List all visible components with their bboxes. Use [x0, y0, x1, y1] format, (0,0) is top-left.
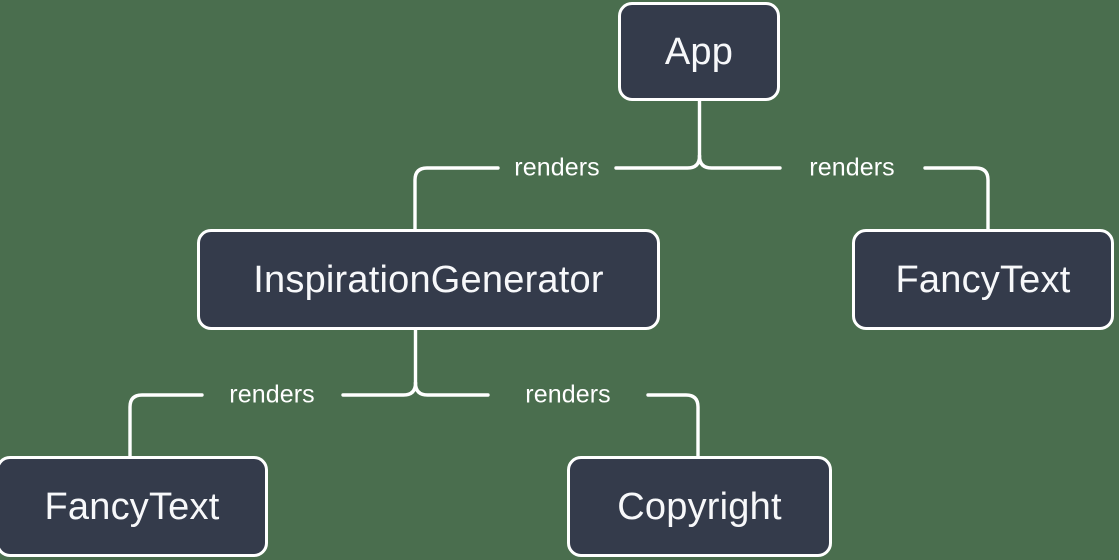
edge-ig-to-copyright-left — [413, 381, 490, 397]
edge-app-to-inspirationgenerator-segment — [413, 166, 500, 231]
edge-app-to-fancytext-segment — [923, 166, 990, 231]
edge-app-to-fancytext-left-segment — [697, 154, 782, 170]
node-copyright[interactable]: Copyright — [567, 456, 832, 557]
edge-label-app-to-inspirationgenerator: renders — [514, 153, 600, 182]
node-fancytext-bottom[interactable]: FancyText — [0, 456, 268, 557]
edge-ig-to-copyright-segment — [646, 393, 700, 458]
node-app-label: App — [664, 30, 734, 73]
node-fancytext-bottom-label: FancyText — [44, 485, 220, 528]
edge-label-inspirationgenerator-to-fancytext: renders — [229, 380, 315, 409]
node-inspiration-generator[interactable]: InspirationGenerator — [197, 229, 660, 330]
node-app[interactable]: App — [618, 2, 780, 101]
node-inspiration-generator-label: InspirationGenerator — [253, 258, 604, 301]
node-copyright-label: Copyright — [617, 485, 782, 528]
edge-label-app-to-fancytext: renders — [809, 153, 895, 182]
node-fancytext-right-label: FancyText — [895, 258, 1071, 301]
edge-ig-to-fancytext-left — [341, 381, 418, 397]
edge-app-to-inspirationgenerator-left — [614, 154, 702, 170]
edge-label-inspirationgenerator-to-copyright: renders — [525, 380, 611, 409]
node-fancytext-right[interactable]: FancyText — [852, 229, 1114, 330]
edge-ig-to-fancytext-segment — [128, 393, 204, 458]
